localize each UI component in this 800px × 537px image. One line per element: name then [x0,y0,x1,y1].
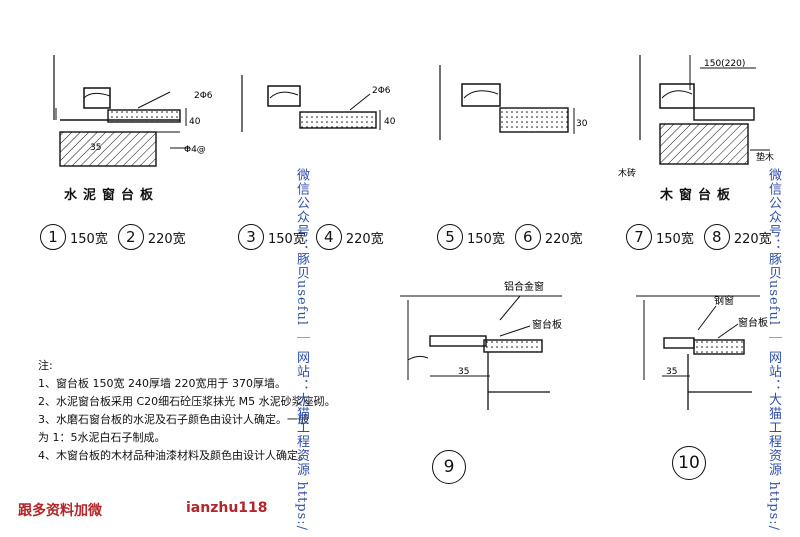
circle-number: 2 [117,224,144,250]
circle-number: 1 [40,224,66,250]
width-label: 150宽 [467,231,505,247]
detail-10-dim: 35 [666,367,677,377]
caption-cement-sill: 水泥窗台板 [64,188,160,203]
detail-1-dim-c: 35 [90,143,101,153]
width-label: 220宽 [544,231,583,247]
note-item: 2、水泥窗台板采用 C20细石砼压浆抹光 M5 水泥砂浆座砌。 [38,395,336,408]
label-group-7-8: 7 150宽 8 220宽 [626,224,778,250]
detail-9-dim: 35 [458,367,469,377]
circle-number: 3 [238,224,264,250]
detail-9-aluminum-window: 铝合金窗 窗台板 35 [400,280,562,410]
circle-number-9: 9 [432,450,466,484]
detail-4-dim-a: 150(220) [704,59,745,69]
note-item: 3、水磨石窗台板的水泥及石子颜色由设计人确定。一般 [38,413,309,426]
width-label: 150宽 [70,231,108,247]
watermark-vertical-left: 微信公众号：豚贝useful ｜ 网站：大猫工程资源 https:/ [294,168,309,532]
note-item: 为 1：5水泥白石子制成。 [38,431,166,444]
note-item: 4、木窗台板的木材品种油漆材料及颜色由设计人确定。 [38,449,309,462]
label-group-1-2: 1 150宽 2 220宽 [40,224,192,250]
detail-2-dim-b: 40 [384,117,396,127]
width-label: 150宽 [268,231,306,247]
detail-1-dim-d: Φ4@ [184,145,206,155]
detail-4-wood-sill: 150(220) 垫木 木砖 [618,55,774,179]
detail-1-dim-b: 40 [189,117,201,127]
notes-block: 注: 1、窗台板 150宽 240厚墙 220宽用于 370厚墙。 2、水泥窗台… [38,357,368,465]
footer-contact-id: ianzhu118 [186,500,268,516]
detail-3-dim-a: 30 [576,119,588,129]
width-label: 220宽 [345,231,384,247]
detail-10-label-a: 钢窗 [714,294,734,307]
label-group-3-4: 3 150宽 4 220宽 [238,224,390,250]
detail-4-dim-b: 垫木 [756,151,774,163]
detail-3-stone-sill: 30 [439,65,588,140]
width-label: 220宽 [733,231,772,247]
detail-1-cement-sill: 2Φ6 40 35 Φ4@ [53,55,213,167]
circle-number: 7 [626,224,652,250]
label-group-5-6: 5 150宽 6 220宽 [437,224,589,250]
notes-title: 注: [38,359,53,372]
caption-wood-sill: 木窗台板 [660,188,737,203]
detail-10-label-b: 窗台板 [738,316,768,329]
circle-number-10: 10 [672,446,706,480]
width-label: 150宽 [656,231,694,247]
detail-2-dim-a: 2Φ6 [372,86,391,96]
detail-9-label-a: 铝合金窗 [504,280,544,293]
detail-2-terrazzo-sill: 2Φ6 40 [241,75,396,132]
circle-number: 4 [315,224,342,250]
note-item: 1、窗台板 150宽 240厚墙 220宽用于 370厚墙。 [38,377,286,390]
circle-number: 6 [514,224,541,250]
circle-number: 8 [703,224,730,250]
footer-contact-text: 跟多资料加微 [18,503,102,519]
circle-number: 5 [437,224,463,250]
detail-4-dim-c: 木砖 [618,167,636,179]
width-label: 220宽 [147,231,186,247]
detail-9-label-b: 窗台板 [532,318,562,331]
watermark-vertical-right: 微信公众号：豚贝useful ｜ 网站：大猫工程资源 https:/ [766,168,781,532]
detail-10-steel-window: 钢窗 窗台板 35 [636,294,768,410]
detail-1-dim-a: 2Φ6 [194,91,213,101]
